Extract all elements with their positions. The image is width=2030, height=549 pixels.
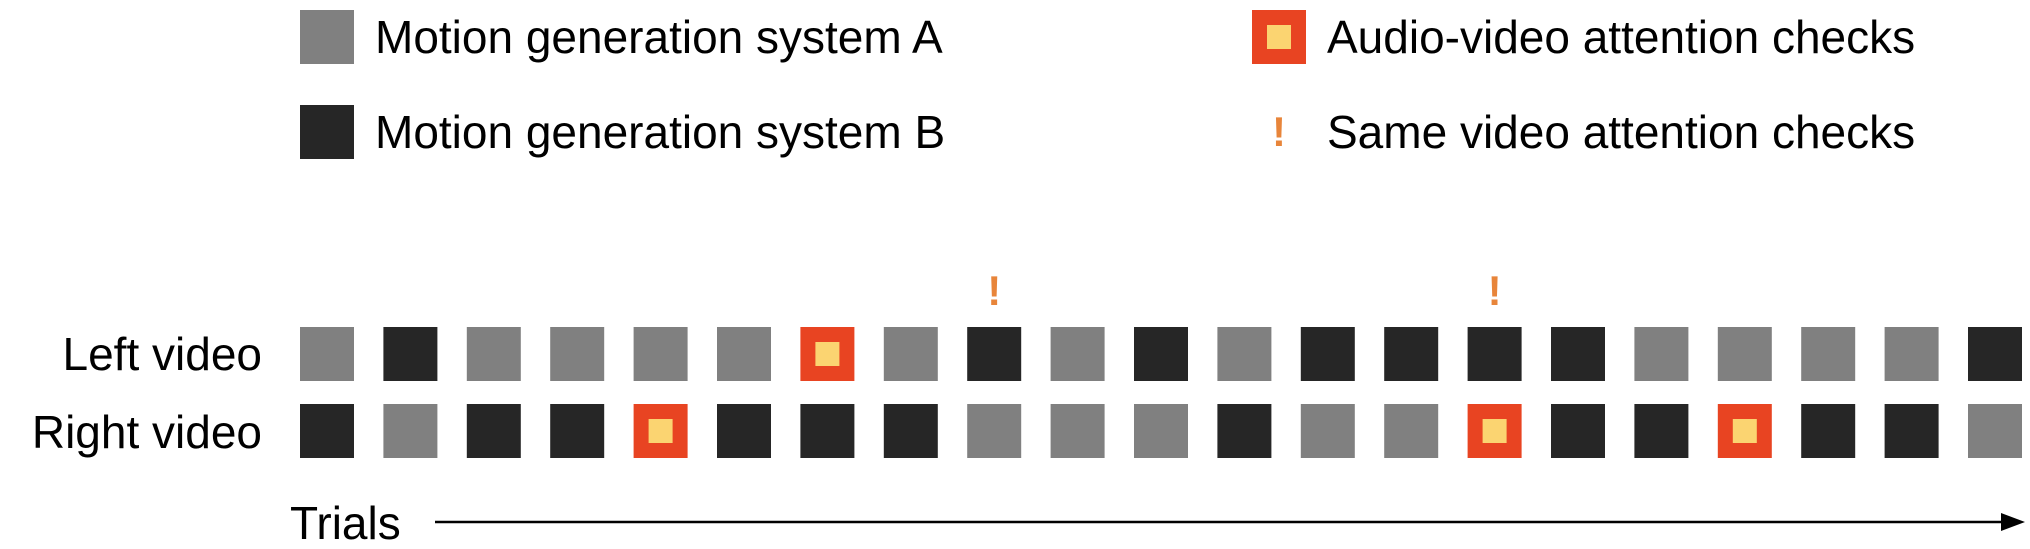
right-trial-15-audio-video-check-inner (1482, 419, 1507, 443)
left-trial-2-system-b (383, 327, 438, 381)
right-trial-7-system-b (800, 404, 855, 458)
same-video-check-marker-trial-9: ! (987, 267, 1001, 314)
left-trial-10-system-a (1050, 327, 1105, 381)
trials-arrow (435, 513, 2025, 531)
left-trial-11-system-b (1134, 327, 1188, 381)
left-trial-16-system-b (1551, 327, 1605, 381)
right-trial-16-system-b (1551, 404, 1605, 458)
left-trial-6-system-a (717, 327, 771, 381)
right-trial-19-system-b (1801, 404, 1856, 458)
right-trial-11-system-a (1134, 404, 1188, 458)
right-trial-3-system-b (466, 404, 521, 458)
legend-swatch-audio-video-check (1252, 10, 1306, 64)
left-trial-1-system-a (300, 327, 354, 381)
left-trial-21-system-b (1968, 327, 2022, 381)
right-trial-20-system-b (1884, 404, 1939, 458)
left-trial-18-system-a (1717, 327, 1772, 381)
right-trial-12-system-b (1217, 404, 1272, 458)
left-trial-14-system-b (1384, 327, 1439, 381)
legend-label-same-video-check: Same video attention checks (1327, 106, 1916, 158)
right-trial-8-system-b (883, 404, 938, 458)
legend-system-b: Motion generation system B (300, 104, 945, 160)
right-trial-21-system-a (1968, 404, 2022, 458)
legend-system-a: Motion generation system A (300, 9, 943, 65)
same-video-check-marker-trial-15: ! (1488, 267, 1502, 314)
right-trial-6-system-b (717, 404, 771, 458)
row-label-right-video: Right video (31, 406, 262, 458)
legend-same-video-check: ! Same video attention checks (1252, 104, 1915, 160)
right-trial-1-system-b (300, 404, 354, 458)
trials-axis-label: Trials (290, 497, 401, 549)
left-trial-20-system-a (1884, 327, 1939, 381)
right-trial-18-audio-video-check-inner (1732, 419, 1757, 443)
right-trial-2-system-a (383, 404, 438, 458)
left-trial-19-system-a (1801, 327, 1856, 381)
right-trial-5-audio-video-check-inner (648, 419, 673, 443)
right-trial-9-system-a (967, 404, 1022, 458)
right-trial-10-system-a (1050, 404, 1105, 458)
left-trial-17-system-a (1634, 327, 1689, 381)
left-trial-7-audio-video-check-inner (815, 342, 840, 366)
left-trial-3-system-a (466, 327, 521, 381)
legend-label-audio-video-check: Audio-video attention checks (1327, 11, 1916, 63)
trials-arrowhead (2001, 513, 2025, 531)
right-trial-17-system-b (1634, 404, 1689, 458)
left-trial-15-system-b (1467, 327, 1522, 381)
exclamation-icon: ! (1272, 108, 1286, 155)
legend-label-system-a: Motion generation system A (375, 11, 943, 63)
right-trial-4-system-b (550, 404, 605, 458)
legend-swatch-system-a (300, 10, 354, 64)
right-trial-14-system-a (1384, 404, 1439, 458)
left-trial-5-system-a (633, 327, 688, 381)
row-label-left-video: Left video (62, 328, 262, 380)
legend-swatch-audio-video-check-inner (1267, 25, 1291, 49)
trial-grid: !! (300, 267, 2022, 458)
left-trial-9-system-b (967, 327, 1022, 381)
legend-label-system-b: Motion generation system B (375, 106, 946, 158)
left-trial-12-system-a (1217, 327, 1272, 381)
left-trial-8-system-a (883, 327, 938, 381)
left-trial-13-system-b (1300, 327, 1355, 381)
legend-audio-video-check: Audio-video attention checks (1252, 9, 1915, 65)
right-trial-13-system-a (1300, 404, 1355, 458)
left-trial-4-system-a (550, 327, 605, 381)
legend-swatch-system-b (300, 105, 354, 159)
